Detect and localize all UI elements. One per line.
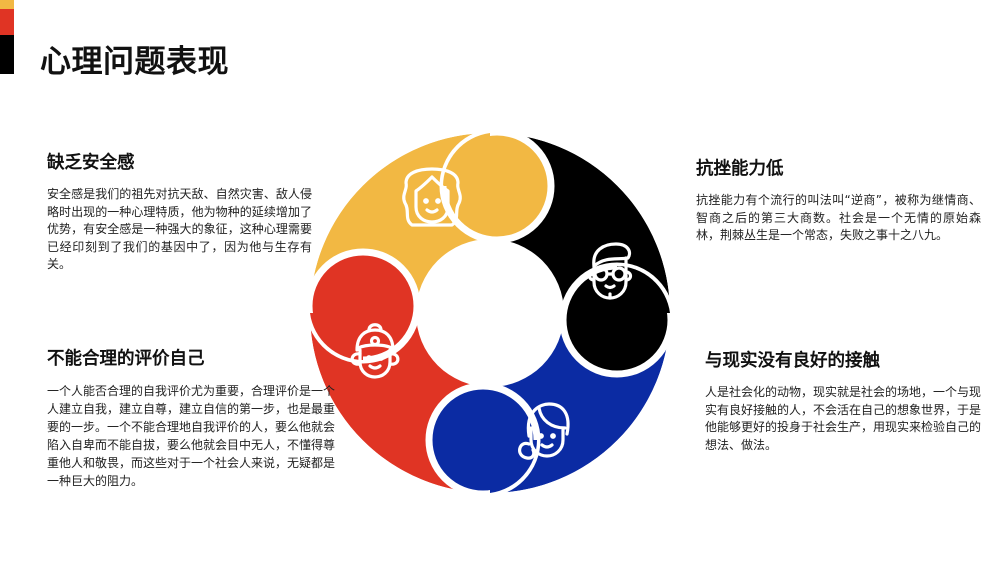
ring-head-blue-blend [490,440,537,493]
ring-inner-hole [420,243,560,383]
accent-bar-black [0,35,14,74]
page-title: 心理问题表现 [40,44,229,80]
section-lack-of-security: 缺乏安全感 安全感是我们的祖先对抗天敌、自然灾害、敌人侵略时出现的一种心理特质，… [47,152,312,274]
section-body: 安全感是我们的祖先对抗天敌、自然灾害、敌人侵略时出现的一种心理特质，他为物种的延… [47,187,312,272]
section-heading: 与现实没有良好的接触 [705,351,880,371]
woman-bun-icon [518,402,570,460]
accent-bar-yellow [0,0,14,9]
woman-curly-hair-icon [402,167,462,227]
section-heading: 缺乏安全感 [47,153,135,173]
section-poor-reality-contact: 与现实没有良好的接触 人是社会化的动物，现实就是社会的场地，一个与现实有良好接触… [705,350,981,454]
ring-head-red-blend [310,313,363,360]
section-body: 人是社会化的动物，现实就是社会的场地，一个与现实有良好接触的人，不会活在自己的想… [705,385,982,452]
ring-outer-mask [240,63,740,563]
man-glasses-icon [587,242,633,300]
accent-bar-red [0,9,14,35]
section-unable-to-self-evaluate: 不能合理的评价自己 一个人能否合理的自我评价尤为重要，合理评价是一个人建立自我，… [47,348,335,490]
accent-bar [0,0,14,74]
section-body: 抗挫能力有个流行的叫法叫“逆商”，被称为继情商、智商之后的第三大商数。社会是一个… [696,193,981,243]
ring-head-yellow-blend [443,133,490,186]
section-body: 一个人能否合理的自我评价尤为重要，合理评价是一个人建立自我，建立自尊，建立自信的… [47,384,336,488]
section-heading: 抗挫能力低 [696,159,784,179]
section-heading: 不能合理的评价自己 [47,349,205,369]
child-flower-icon [350,323,400,379]
section-low-resilience: 抗挫能力低 抗挫能力有个流行的叫法叫“逆商”，被称为继情商、智商之后的第三大商数… [696,158,981,245]
